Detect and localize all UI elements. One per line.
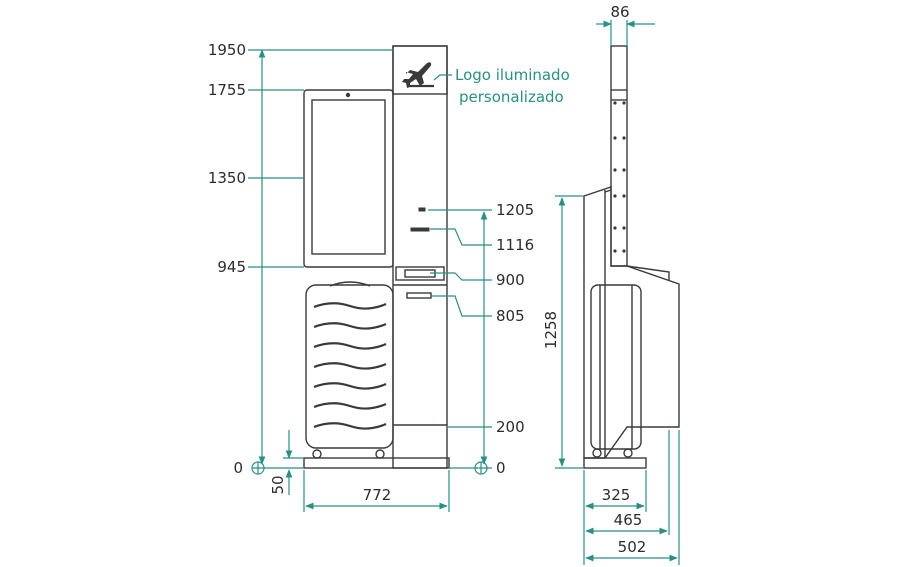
label-1258: 1258: [542, 311, 560, 349]
side-suitcase: [590, 284, 642, 450]
label-805: 805: [496, 307, 525, 325]
tower-column: [392, 45, 448, 469]
annotation-line-1: Logo iluminado: [455, 66, 570, 84]
front-view: [303, 45, 450, 469]
airplane-icon: [402, 62, 432, 88]
label-200: 200: [496, 418, 525, 436]
front-right-dimensions: [428, 209, 492, 475]
base-platform: [303, 457, 450, 469]
label-1950: 1950: [208, 41, 246, 59]
suitcase: [305, 284, 394, 449]
side-dimensions: [555, 20, 680, 565]
screen-frame: [303, 89, 394, 268]
annotation-line-2: personalizado: [459, 88, 564, 106]
label-945: 945: [217, 258, 246, 276]
label-900: 900: [496, 271, 525, 289]
screen: [311, 99, 386, 255]
label-1755: 1755: [208, 81, 246, 99]
label-1350: 1350: [208, 169, 246, 187]
label-0-right: 0: [496, 459, 506, 477]
side-base-platform: [583, 457, 647, 469]
label-465: 465: [614, 511, 643, 529]
front-left-dimensions: [248, 49, 450, 512]
label-325: 325: [602, 486, 631, 504]
card-slot: [418, 207, 426, 212]
logo-leader-line: [433, 74, 452, 81]
ticket-slot: [406, 292, 432, 299]
logo-box: [392, 45, 448, 95]
label-86: 86: [610, 3, 629, 21]
printer-slot: [410, 227, 430, 232]
label-0-left: 0: [233, 459, 243, 477]
label-1116: 1116: [496, 236, 534, 254]
label-502: 502: [618, 538, 647, 556]
label-772: 772: [363, 486, 392, 504]
side-column: [610, 45, 628, 267]
label-1205: 1205: [496, 201, 534, 219]
side-view: [583, 45, 680, 469]
suitcase-waves: [313, 302, 387, 430]
label-50: 50: [269, 475, 287, 494]
